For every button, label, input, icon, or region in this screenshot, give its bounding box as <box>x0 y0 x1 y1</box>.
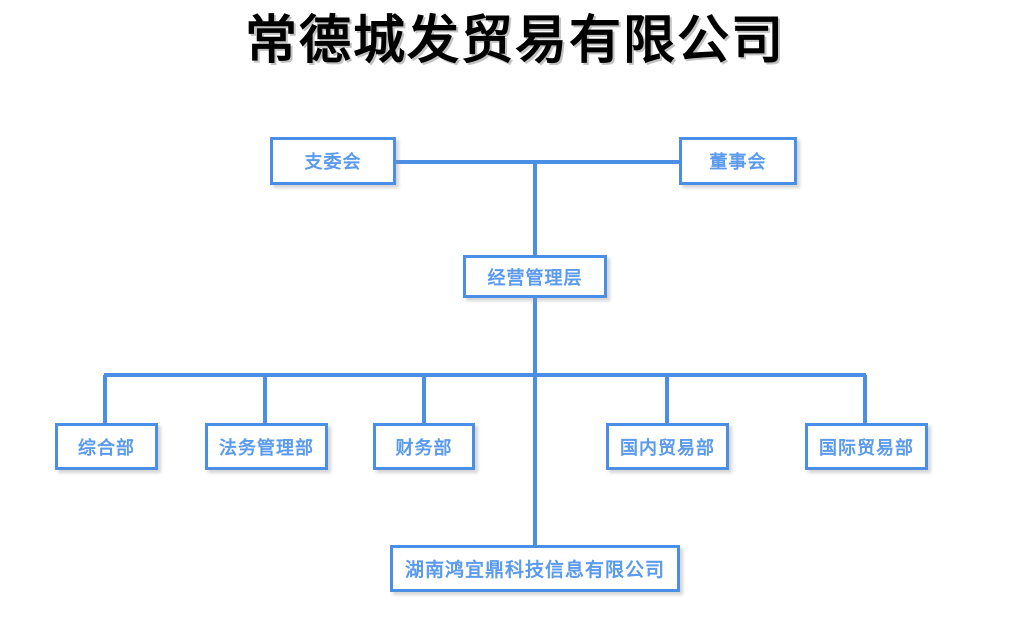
node-subsidiary-company[interactable]: 湖南鸿宜鼎科技信息有限公司 <box>390 545 680 592</box>
node-label: 国际贸易部 <box>819 437 914 458</box>
page-title: 常德城发贸易有限公司 <box>244 10 785 71</box>
node-board-of-directors[interactable]: 董事会 <box>679 137 797 185</box>
node-department-general-affairs[interactable]: 综合部 <box>55 423 158 470</box>
node-label: 综合部 <box>78 437 135 458</box>
node-department-legal[interactable]: 法务管理部 <box>205 423 328 470</box>
node-label: 国内贸易部 <box>620 437 715 458</box>
node-label: 董事会 <box>709 152 767 172</box>
node-label: 法务管理部 <box>219 437 314 458</box>
node-department-finance[interactable]: 财务部 <box>373 423 475 470</box>
node-label: 经营管理层 <box>487 267 583 288</box>
node-label: 湖南鸿宜鼎科技信息有限公司 <box>404 560 665 581</box>
node-label: 支委会 <box>304 152 362 172</box>
node-label: 财务部 <box>395 437 453 458</box>
node-party-committee[interactable]: 支委会 <box>270 137 396 185</box>
node-management[interactable]: 经营管理层 <box>463 255 607 298</box>
node-department-domestic-trade[interactable]: 国内贸易部 <box>606 423 729 470</box>
node-department-international-trade[interactable]: 国际贸易部 <box>805 423 928 470</box>
